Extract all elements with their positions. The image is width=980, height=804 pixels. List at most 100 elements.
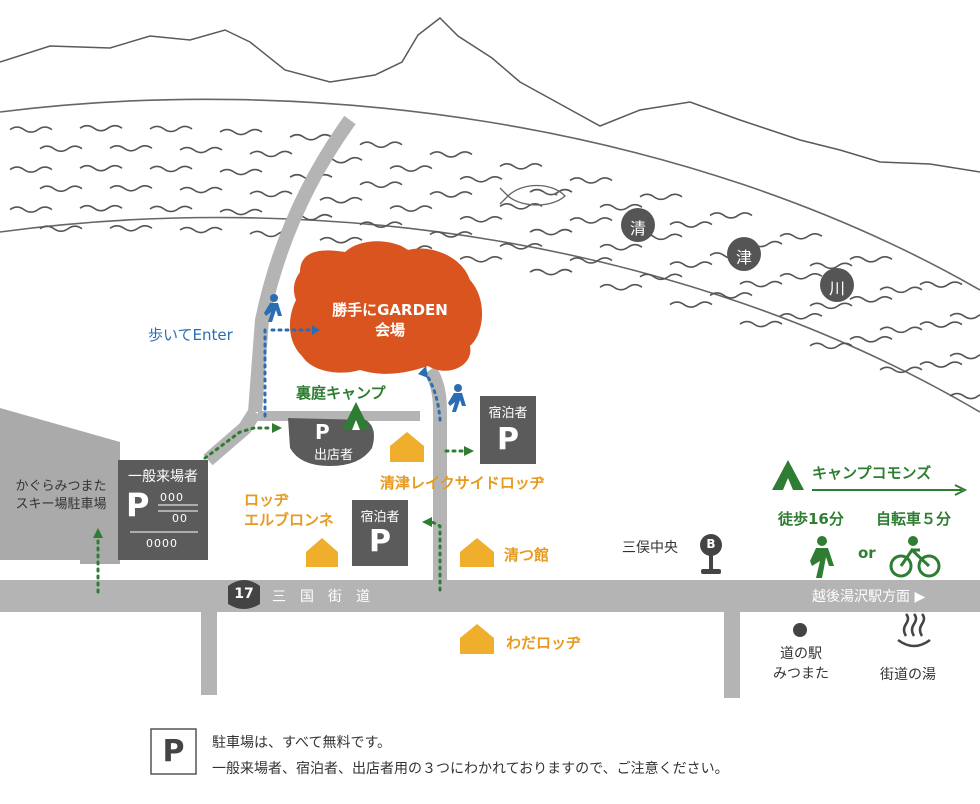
bus-stop-letter: B — [706, 537, 716, 551]
wave-mark — [219, 168, 263, 176]
roads — [0, 115, 980, 698]
onsen-label: 街道の湯 — [880, 667, 936, 683]
notice-parking-box — [150, 728, 197, 775]
roadside-station-label: 道の駅 みつまた — [773, 646, 829, 682]
wave-mark — [879, 326, 923, 334]
wave-mark — [389, 205, 433, 212]
general-parking-sign-3: 0000 — [146, 537, 178, 550]
ski-parking-label: かぐらみつまた スキー場駐車場 — [15, 479, 107, 512]
general-parking-box — [118, 460, 208, 560]
general-parking-symbol: P — [126, 486, 150, 524]
wave-mark — [109, 224, 153, 232]
notice-line-1: 駐車場は、すべて無料です。 — [212, 735, 392, 751]
wave-mark — [429, 151, 473, 158]
notice-line-2: 一般来場者、宿泊者、出店者用の３つにわかれておりますので、ご注意ください。 — [212, 761, 729, 777]
wave-mark — [949, 352, 980, 360]
camp-commons-name: キャンプコモンズ — [812, 464, 932, 482]
fish-icon — [499, 184, 566, 206]
wave-mark — [109, 144, 153, 152]
house-icon — [460, 624, 494, 654]
wave-mark — [709, 212, 753, 219]
wave-mark — [499, 203, 543, 210]
wave-mark — [289, 133, 333, 141]
house-icon — [460, 538, 494, 567]
exhibitor-parking-symbol: P — [315, 420, 330, 444]
wave-mark — [809, 262, 853, 270]
guest-parking-left-label: 宿泊者 — [360, 510, 400, 525]
wave-mark — [879, 366, 923, 374]
river-char-1: 清 — [629, 219, 646, 238]
bus-stop-icon — [700, 534, 722, 574]
wave-mark — [949, 392, 980, 400]
wave-mark — [39, 185, 83, 193]
wave-mark — [249, 190, 293, 198]
wave-mark — [779, 312, 823, 320]
general-parking-sign-2: 00 — [172, 512, 188, 525]
camp-commons-or: or — [858, 544, 876, 562]
wave-mark — [79, 204, 123, 212]
wave-mark — [359, 181, 403, 189]
wave-mark — [319, 196, 363, 204]
wave-mark — [569, 177, 613, 184]
wave-mark — [639, 273, 683, 281]
wave-mark — [499, 243, 543, 250]
route-name: 三 国 街 道 — [272, 589, 370, 605]
bus-stop-name: 三俣中央 — [622, 540, 678, 556]
wave-mark — [359, 141, 403, 149]
guest-parking-box-right — [480, 396, 536, 464]
onsen-icon — [897, 613, 931, 648]
wave-mark — [9, 206, 53, 213]
wave-mark — [459, 255, 503, 263]
wave-mark — [429, 191, 473, 198]
direction-label: 越後湯沢駅方面 ▶ — [812, 589, 926, 605]
house-icon — [306, 538, 338, 567]
wave-mark — [569, 217, 613, 224]
wave-mark — [499, 163, 543, 170]
wave-mark — [459, 215, 503, 223]
lodge-elbronne-label: ロッヂ エルブロンネ — [244, 491, 334, 529]
wave-mark — [599, 283, 643, 291]
wave-mark — [429, 231, 473, 238]
wave-mark — [459, 175, 503, 183]
wave-mark — [359, 221, 403, 229]
car-route — [96, 426, 464, 594]
wave-mark — [569, 257, 613, 264]
wave-mark — [849, 336, 893, 343]
camp-commons-walk: 徒歩16分 — [778, 510, 844, 528]
wave-mark — [219, 128, 263, 136]
guest-parking-right-symbol: P — [497, 422, 519, 457]
lodge-icons — [306, 432, 494, 654]
wave-mark — [639, 193, 683, 201]
exhibitor-parking-label: 出店者 — [314, 448, 354, 463]
wave-mark — [179, 226, 223, 234]
house-icon — [390, 432, 424, 462]
wave-mark — [779, 232, 823, 240]
route-number: 17 — [234, 586, 254, 602]
wave-mark — [669, 261, 713, 268]
river-bank-upper — [0, 98, 980, 291]
wave-mark — [849, 256, 893, 263]
wave-mark — [389, 165, 433, 172]
wave-mark — [949, 312, 980, 320]
wave-mark — [919, 281, 963, 288]
wave-mark — [39, 145, 83, 153]
river-char-3: 川 — [828, 279, 845, 298]
wave-mark — [319, 236, 363, 244]
wave-mark — [109, 184, 153, 192]
wave-mark — [709, 292, 753, 299]
mountains — [0, 17, 980, 173]
bicycle-icon — [889, 547, 941, 578]
wave-mark — [79, 164, 123, 172]
walker-icon — [810, 536, 834, 578]
wave-mark — [219, 208, 263, 216]
wave-mark — [919, 321, 963, 328]
river-bank-lower — [0, 216, 980, 413]
venue-name[interactable]: 勝手にGARDEN 会場 — [332, 301, 448, 339]
walker-icon — [264, 294, 466, 412]
wave-mark — [779, 272, 823, 280]
lodge-seitsukan-label: 清つ館 — [504, 546, 550, 564]
river-waves — [9, 124, 980, 400]
wave-mark — [149, 125, 193, 133]
camp-commons-bike: 自転車５分 — [876, 510, 952, 528]
backyard-camp-icon — [342, 402, 370, 430]
